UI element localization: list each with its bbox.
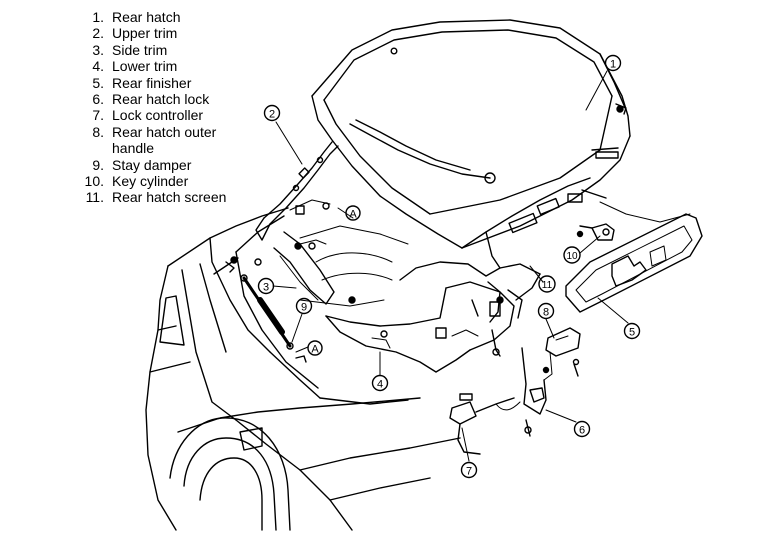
callout-10: 10 <box>566 251 578 262</box>
legend-label: Rear finisher <box>112 74 192 91</box>
legend-label: Rear hatch lock <box>112 91 210 108</box>
legend-label: Lower trim <box>112 58 178 75</box>
rear-hatch <box>311 19 631 249</box>
legend-number: 10. <box>84 173 104 190</box>
legend-item: 7. Lock controller <box>76 107 226 123</box>
legend-item: 3. Side trim <box>76 42 226 58</box>
side-trim <box>273 199 335 305</box>
legend-label: Rear hatch outer <box>112 123 217 140</box>
fasteners <box>230 105 624 374</box>
legend-number: 7. <box>92 107 104 124</box>
legend-number: 8. <box>92 123 104 140</box>
legend-item: 5. Rear finisher <box>76 75 226 91</box>
callout-a-lower: A <box>311 344 319 356</box>
legend-label: Lock controller <box>112 107 204 124</box>
lower-trim <box>325 281 515 373</box>
stay-damper <box>225 258 307 363</box>
latch-assembly <box>471 281 523 357</box>
legend-number: 9. <box>92 156 104 173</box>
legend-item: 10. Key cylinder <box>76 173 226 189</box>
legend-item: 2. Upper trim <box>76 25 226 41</box>
legend-label: Upper trim <box>112 25 178 42</box>
callout-1: 1 <box>610 59 616 71</box>
legend-number: 6. <box>92 91 104 108</box>
callout-8: 8 <box>543 307 549 319</box>
legend-label: Rear hatch screen <box>112 189 227 206</box>
callout-4: 4 <box>377 379 383 391</box>
callout-7: 7 <box>466 466 472 478</box>
key-cylinder <box>579 223 615 241</box>
callout-2: 2 <box>269 109 275 121</box>
lock-controller <box>449 393 521 455</box>
legend-item: 4. Lower trim <box>76 58 226 74</box>
legend-label: Side trim <box>112 41 168 58</box>
callout-11: 11 <box>542 280 553 291</box>
legend-label: Stay damper <box>112 156 192 173</box>
callout-3: 3 <box>263 282 269 294</box>
legend-label: Key cylinder <box>112 173 189 190</box>
parts-legend: 1. Rear hatch 2. Upper trim 3. Side trim 4.… <box>76 9 227 206</box>
legend-number: 5. <box>92 74 104 91</box>
leader-lines <box>272 70 629 462</box>
legend-item: 1. Rear hatch <box>76 9 226 25</box>
legend-item: 6. Rear hatch lock <box>76 91 226 107</box>
car-body <box>145 207 461 531</box>
legend-number: 4. <box>92 58 104 75</box>
upper-trim <box>255 141 339 241</box>
rear-hatch-screen <box>399 177 591 301</box>
callout-a-upper: A <box>349 209 357 221</box>
legend-label-continued: handle <box>112 140 155 157</box>
callout-6: 6 <box>579 425 585 437</box>
legend-number: 3. <box>92 41 104 58</box>
legend-number: 1. <box>92 9 104 25</box>
legend-number: 11. <box>85 189 104 206</box>
outer-handle <box>545 327 581 377</box>
callout-5: 5 <box>629 327 635 339</box>
callout-9: 9 <box>301 302 307 314</box>
legend-number: 2. <box>92 25 104 42</box>
rear-finisher <box>565 189 703 313</box>
legend-label: Rear hatch <box>112 9 181 25</box>
legend-item: 11. Rear hatch screen <box>76 189 227 206</box>
hatch-lock <box>521 347 553 437</box>
legend-item: 9. Stay damper <box>76 157 226 173</box>
callouts: 1 2 3 4 5 6 7 8 9 10 11 A A <box>257 54 641 479</box>
